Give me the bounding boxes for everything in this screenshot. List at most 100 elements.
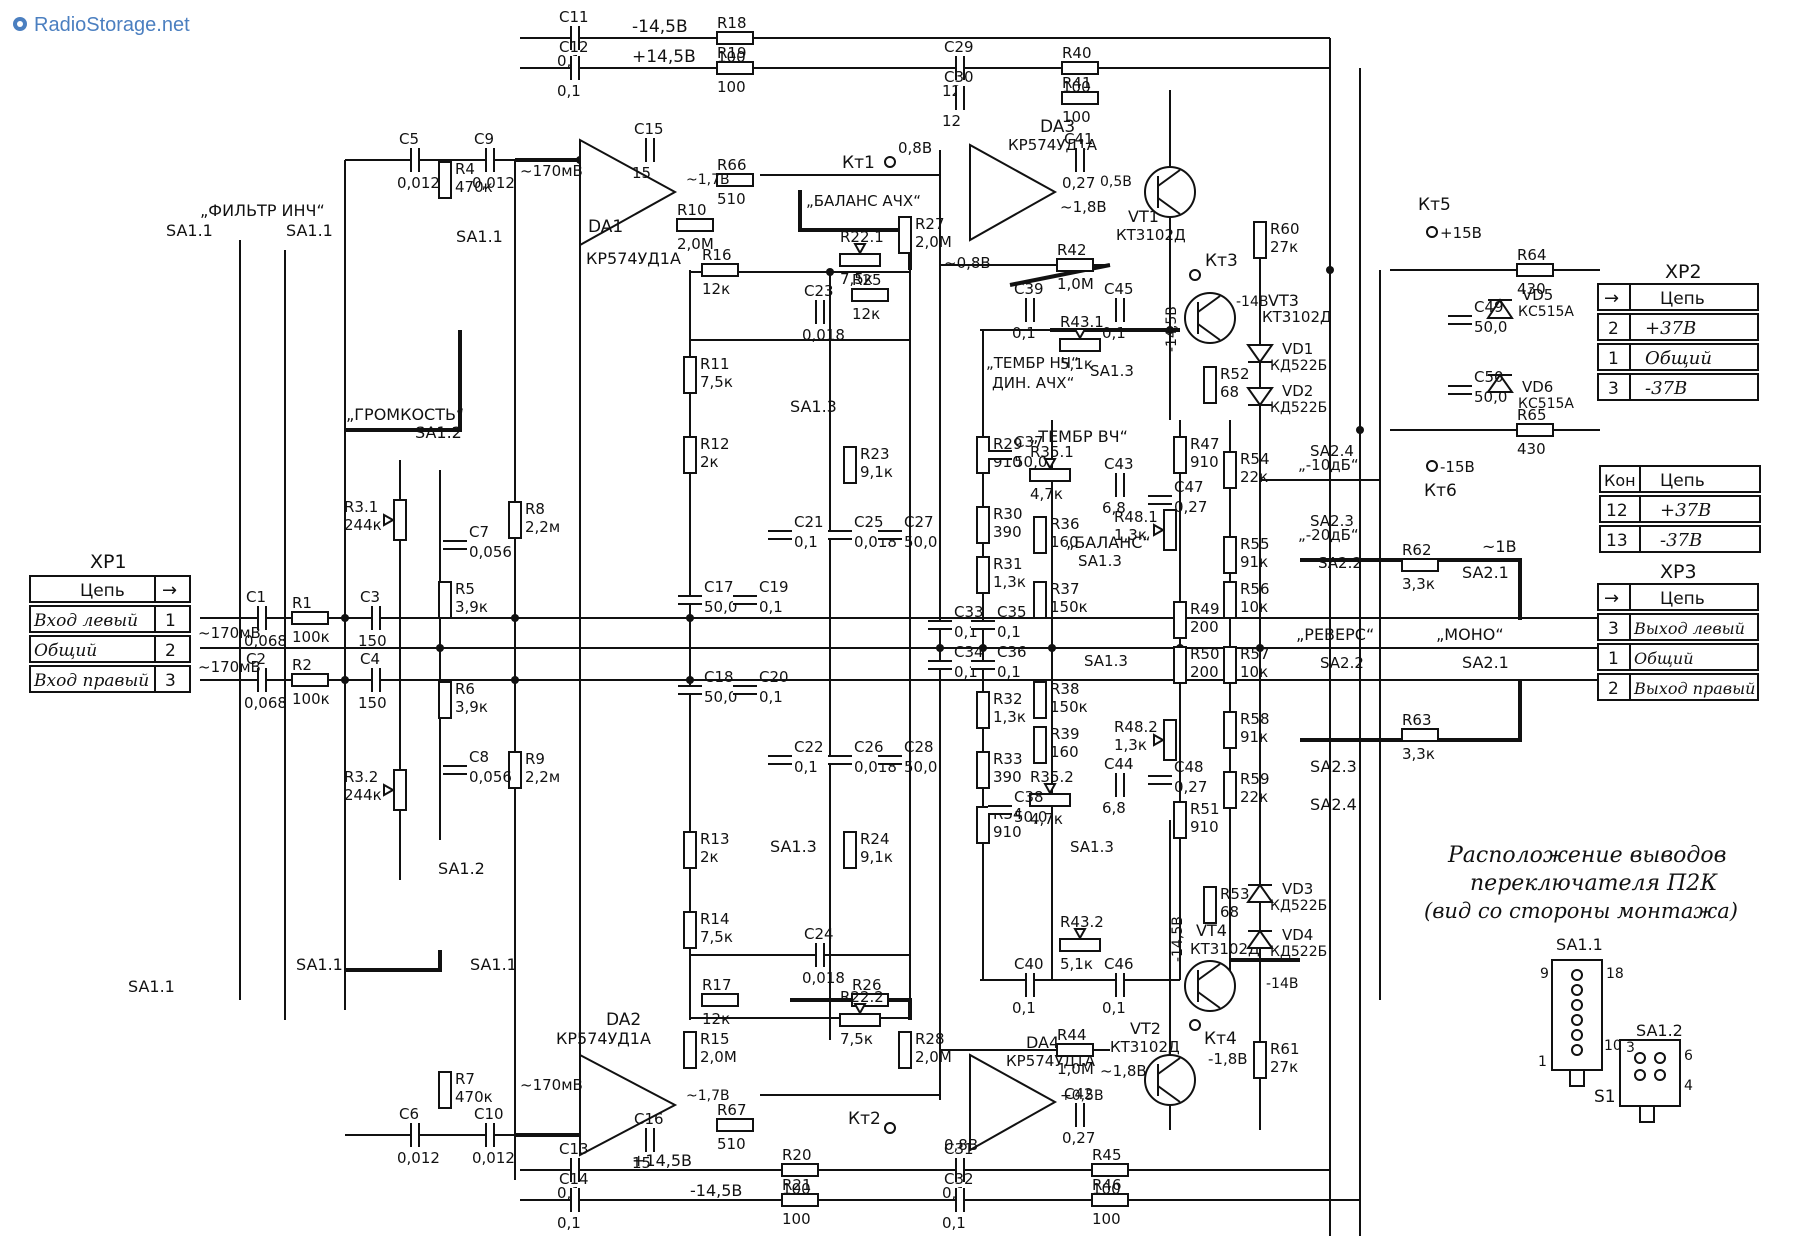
label-reverse: „РЕВЕРС“ (1296, 625, 1374, 644)
capacitor-value: 0,012 (472, 1149, 515, 1167)
switch-sa13-label: SA1.3 (1090, 362, 1134, 380)
op-da1-name: DA1 (588, 217, 623, 237)
resistor-value: 91к (1240, 553, 1268, 571)
in-right-voltage: ~170мВ (198, 658, 261, 676)
resistor-r8: R82,2м (508, 500, 560, 539)
out-voltage: ~1В (1482, 537, 1517, 556)
resistor-name: R33 (993, 750, 1023, 768)
capacitor-value: 50,0 (1474, 388, 1507, 406)
pot-r48-1: R48.11,3к (1114, 508, 1177, 551)
label-mono: „МОНО“ (1436, 625, 1504, 644)
vt2-b-voltage: +0,5В (1060, 1088, 1104, 1104)
op-da2-name: DA2 (606, 1010, 641, 1030)
xp2-row-pin: 2 (1608, 319, 1619, 339)
resistor-value: 1,0М (1057, 1060, 1094, 1078)
resistor-name: R46 (1092, 1176, 1122, 1194)
capacitor-name: C6 (399, 1105, 419, 1123)
testpoint-kt1: Кт1 0,8В (842, 139, 932, 173)
capacitor-value: 50,0 (1474, 318, 1507, 336)
capacitor-c8: C80,056 (443, 748, 512, 786)
resistor-value: 100 (782, 1210, 811, 1228)
capacitor-value: 0,1 (759, 688, 783, 706)
capacitor-c5: C50,012 (397, 130, 440, 192)
capacitor-value: 15 (632, 1154, 651, 1172)
pot-r22-1: R22.17,5к (839, 228, 884, 288)
resistor-value: 2,2м (525, 768, 560, 786)
resistor-value: 22к (1240, 468, 1268, 486)
vt4-c-voltage: -14,5В (1170, 916, 1186, 962)
da2-out-voltage: ~1,7В (686, 1088, 730, 1104)
pot-name: R22.2 (840, 988, 884, 1006)
resistor-value: 160 (1050, 533, 1079, 551)
resistor-name: R53 (1220, 885, 1250, 903)
resistor-value: 3,9к (455, 698, 488, 716)
capacitor-name: C18 (704, 668, 734, 686)
resistor-value: 910 (993, 823, 1022, 841)
vt1-e-voltage: ~1,8В (1060, 198, 1107, 216)
pot-name: R43.1 (1060, 313, 1104, 331)
pot-name: R3.2 (344, 768, 378, 786)
resistor-name: R18 (717, 14, 747, 32)
da1-in-voltage: ~170мВ (520, 162, 583, 180)
xp1-arrow-icon: → (162, 580, 177, 601)
resistor-name: R51 (1190, 800, 1220, 818)
resistor-name: R17 (702, 976, 732, 994)
resistor-name: R12 (700, 435, 730, 453)
label-tone-low: „ТЕМБР НЧ“ (986, 354, 1079, 372)
capacitor-c7: C70,056 (443, 523, 512, 561)
testpoint-kt4: Кт4 -1,8В (1189, 1019, 1248, 1068)
kon-row-pin: 12 (1606, 501, 1628, 521)
resistor-name: R28 (915, 1030, 945, 1048)
resistor-value: 2,0М (700, 1048, 737, 1066)
resistor-value: 430 (1517, 280, 1546, 298)
pot-name: R35.2 (1030, 768, 1074, 786)
pinout-pin: 9 (1540, 966, 1549, 982)
capacitor-value: 0,27 (1062, 1129, 1095, 1147)
switch-labels: SA1.1 SA1.1 SA1.1 SA1.2 SA1.3 SA1.3 SA1.… (128, 221, 1509, 996)
op-da1-part: КР574УД1А (586, 249, 681, 268)
switch-sa13-label: SA1.3 (1084, 652, 1128, 670)
switch-sa11-label: SA1.1 (470, 955, 517, 974)
vt2-e-voltage: ~1,8В (1100, 1062, 1147, 1080)
xp1-row-label: Вход левый (33, 611, 138, 631)
watermark: RadioStorage.net (13, 14, 190, 36)
capacitor-value: 0,1 (794, 533, 818, 551)
connector-xp3: XP3 → Цепь 3 Выход левый 1 Общий 2 Выход… (1597, 561, 1759, 701)
resistor-name: R25 (852, 271, 882, 289)
kon-row-label: -37В (1660, 530, 1702, 551)
resistor-value: 430 (1517, 440, 1546, 458)
rail-pos-bot-label: +14,5В (632, 1151, 692, 1170)
rail-neg-bot-label: -14,5В (690, 1181, 742, 1200)
vd2: VD2 КД522Б (1246, 382, 1327, 416)
resistor-r6: R63,9к (438, 680, 488, 719)
resistor-name: R63 (1402, 711, 1432, 729)
pot-value: 1,3к (1114, 736, 1147, 754)
vd1-name: VD1 (1282, 340, 1313, 358)
capacitor-value: 0,012 (397, 1149, 440, 1167)
pot-value: 7,5к (840, 270, 873, 288)
capacitor-value: 50,0 (704, 598, 737, 616)
xp1-row-pin: 1 (165, 611, 176, 631)
resistor-name: R10 (677, 201, 707, 219)
resistor-name: R39 (1050, 725, 1080, 743)
resistor-name: R4 (455, 160, 475, 178)
capacitor-value: 0,018 (802, 326, 845, 344)
label-filter: „ФИЛЬТР ИНЧ“ (200, 201, 325, 220)
resistor-value: 2к (700, 453, 719, 471)
